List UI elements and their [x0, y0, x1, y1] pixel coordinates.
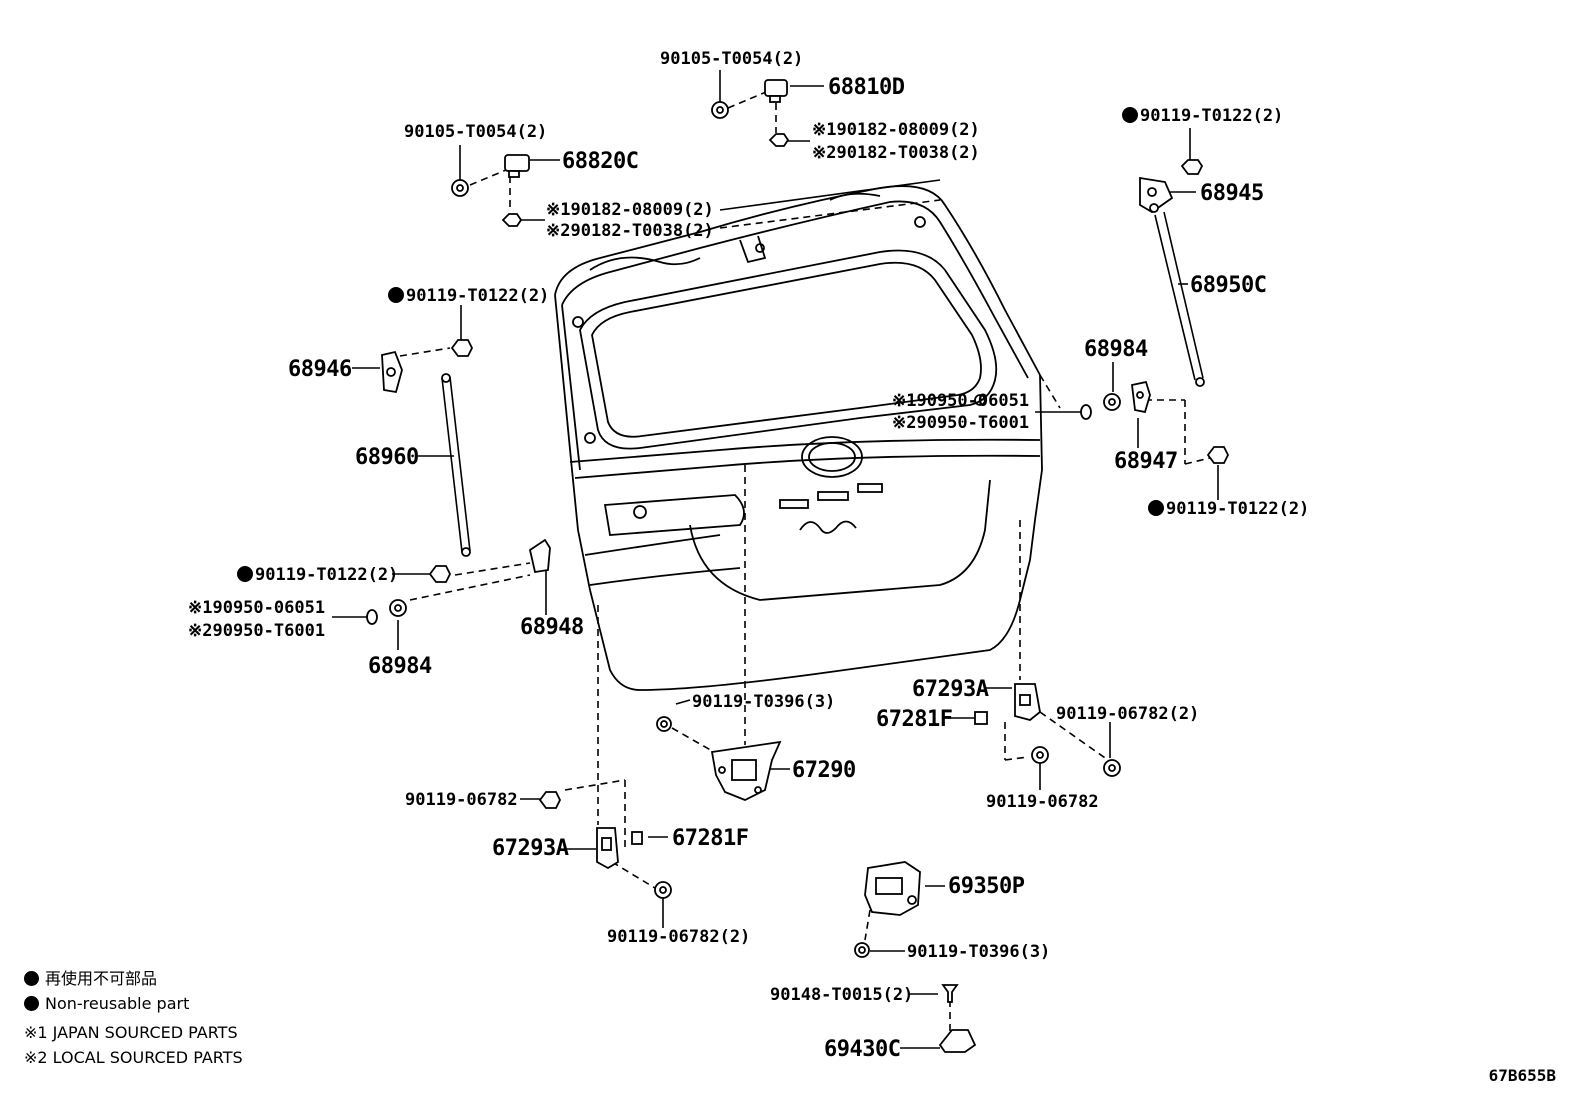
part-shapes: [366, 79, 1230, 1053]
label-part-69430c: 69430C: [824, 1037, 900, 1062]
label-nut-68820c-2: ※290182-T0038(2): [546, 221, 714, 241]
label-part-68820c: 68820C: [562, 149, 638, 174]
bolt-icon: [450, 339, 474, 357]
clip-icon: [631, 831, 643, 845]
strut-bracket-icon: [381, 350, 403, 394]
label-bolt-68947: 90119-T0122(2): [1166, 499, 1309, 519]
label-nut-68810d-2: ※290182-T0038(2): [812, 143, 980, 163]
legend-row-en: Non-reusable part: [24, 991, 243, 1016]
legend-note-2: ※2 LOCAL SOURCED PARTS: [24, 1048, 243, 1067]
bolt-icon: [1031, 746, 1049, 764]
clip-icon: [974, 711, 988, 725]
strut-bracket-icon: [1139, 176, 1174, 214]
legend-row-jp: 再使用不可部品: [24, 966, 243, 991]
label-ring-left-2: ※290950-T6001: [188, 621, 325, 641]
striker-icon: [596, 827, 619, 870]
label-ring-left-1: ※190950-06051: [188, 598, 325, 618]
label-part-67293a-right: 67293A: [912, 677, 989, 702]
label-bolt-68945: 90119-T0122(2): [1140, 106, 1283, 126]
bullet-icon: [24, 971, 39, 986]
label-part-68950c: 68950C: [1190, 273, 1266, 298]
label-ring-right-2: ※290950-T6001: [892, 413, 1029, 433]
sensor-bracket-icon: [504, 154, 530, 178]
label-part-69350p: 69350P: [948, 874, 1025, 899]
non-reusable-markers: [237, 107, 1164, 582]
striker-icon: [1014, 683, 1041, 721]
label-screw-69430c: 90148-T0015(2): [770, 985, 913, 1005]
label-bolt-67293a-left-2: 90119-06782(2): [607, 927, 750, 947]
label-bolt-67290: 90119-T0396(3): [692, 692, 835, 712]
o-ring-icon: [1080, 404, 1092, 420]
label-bolt-68946: 90119-T0122(2): [406, 286, 549, 306]
ball-stud-icon: [1103, 393, 1121, 411]
bolt-icon: [854, 942, 870, 958]
bolt-icon: [1103, 759, 1121, 777]
nut-icon: [501, 213, 523, 227]
label-part-68960: 68960: [355, 445, 419, 470]
bolt-icon: [654, 881, 672, 899]
label-part-68948: 68948: [520, 615, 584, 640]
diagram-code: 67B655B: [1488, 1066, 1556, 1085]
legend: 再使用不可部品 Non-reusable part ※1 JAPAN SOURC…: [24, 966, 243, 1070]
label-nut-68810d-1: ※190182-08009(2): [812, 120, 980, 140]
label-part-68947: 68947: [1114, 449, 1178, 474]
label-part-67281f-right: 67281F: [876, 707, 952, 732]
label-bolt-68820c: 90105-T0054(2): [404, 122, 547, 142]
strut-bracket-icon: [528, 538, 551, 574]
label-part-68984-right: 68984: [1084, 337, 1148, 362]
bolt-icon: [428, 565, 452, 583]
bolt-icon: [711, 101, 729, 119]
label-ring-right-1: ※190950-06051: [892, 391, 1029, 411]
screw-icon: [941, 984, 959, 1003]
door-lock-icon: [710, 740, 782, 801]
label-bolt-67293a-right: 90119-06782(2): [1056, 704, 1199, 724]
sensor-bracket-icon: [764, 79, 788, 103]
non-reusable-bullet: [1148, 500, 1164, 516]
bolt-icon: [538, 791, 562, 809]
bullet-icon: [24, 996, 39, 1011]
non-reusable-bullet: [237, 566, 253, 582]
label-bolt-68810d: 90105-T0054(2): [660, 49, 803, 69]
label-part-68945: 68945: [1200, 181, 1264, 206]
label-part-68984-left: 68984: [368, 654, 432, 679]
label-bolt-67281f-right: 90119-06782: [986, 792, 1099, 812]
legend-note-1: ※1 JAPAN SOURCED PARTS: [24, 1023, 238, 1042]
label-part-67281f-left: 67281F: [672, 826, 748, 851]
strut-bracket-icon: [1131, 380, 1151, 414]
label-bolt-67293a-left: 90119-06782: [405, 790, 518, 810]
label-part-67293a-left: 67293A: [492, 836, 569, 861]
o-ring-icon: [366, 609, 378, 625]
label-part-68946: 68946: [288, 357, 352, 382]
legend-non-reusable-jp: 再使用不可部品: [45, 969, 158, 988]
actuator-icon: [864, 861, 921, 916]
label-nut-68820c-1: ※190182-08009(2): [546, 200, 714, 220]
leader-lines: [332, 70, 1219, 1049]
bolt-icon: [1206, 446, 1230, 464]
bolt-icon: [656, 716, 672, 732]
nut-icon: [768, 133, 790, 147]
legend-non-reusable-en: Non-reusable part: [45, 994, 190, 1013]
label-bolt-68948: 90119-T0122(2): [255, 565, 398, 585]
label-part-67290: 67290: [792, 758, 856, 783]
ball-stud-icon: [389, 599, 407, 617]
label-part-68810d: 68810D: [828, 75, 905, 100]
non-reusable-bullet: [1122, 107, 1138, 123]
bracket-icon: [938, 1029, 977, 1053]
bolt-icon: [451, 179, 469, 197]
label-bolt-69350p: 90119-T0396(3): [907, 942, 1050, 962]
callout-labels: 90105-T0054(2) 68810D ※190182-08009(2) ※…: [188, 49, 1309, 1062]
non-reusable-bullet: [388, 287, 404, 303]
bolt-icon: [1180, 159, 1204, 175]
back-door-panel: [554, 185, 1043, 691]
